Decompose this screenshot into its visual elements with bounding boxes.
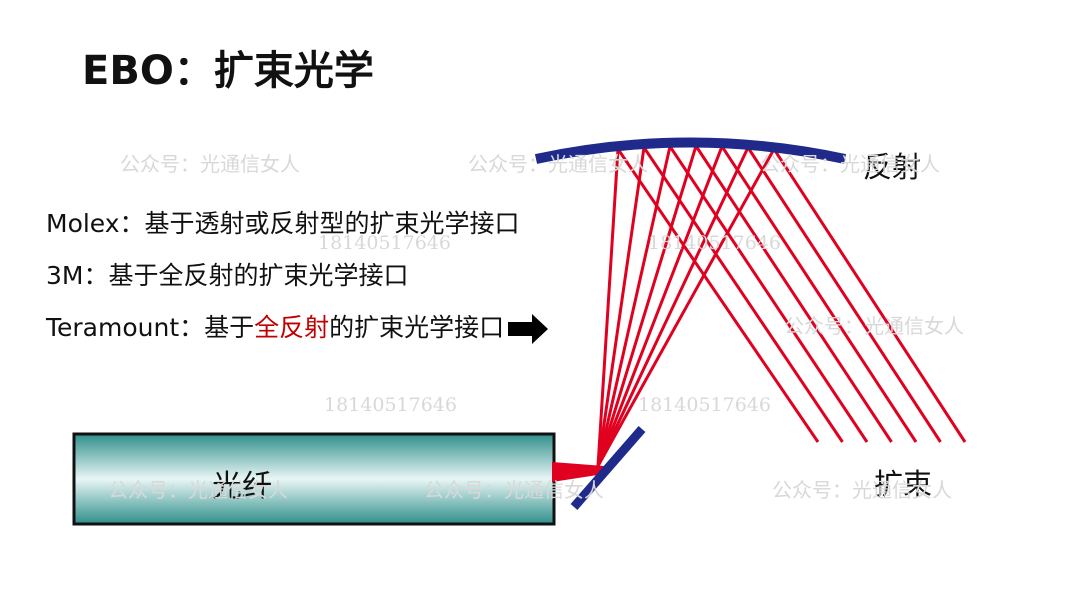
bullet-teramount-text-after: 的扩束光学接口 <box>329 313 505 342</box>
right-arrow-icon <box>508 314 549 344</box>
reflected-ray <box>668 145 869 443</box>
curved-mirror <box>534 137 847 164</box>
bullet-3m: 3M：基于全反射的扩束光学接口 <box>46 250 548 302</box>
bullet-teramount-highlight: 全反射 <box>254 313 330 342</box>
reflected-ray <box>746 146 942 443</box>
bullet-3m-text: 3M：基于全反射的扩束光学接口 <box>46 261 409 290</box>
incident-ray <box>596 146 750 467</box>
reflected-ray <box>642 146 844 443</box>
page-title: EBO：扩束光学 <box>82 48 374 94</box>
reflected-ray <box>694 145 893 443</box>
incident-ray <box>596 147 646 467</box>
fiber-output-beam <box>552 462 604 482</box>
expand-label: 扩束 <box>874 467 932 501</box>
incident-ray <box>596 146 672 467</box>
bullet-teramount-text-before: Teramount：基于 <box>46 313 255 342</box>
incident-ray <box>596 149 620 467</box>
incident-ray <box>596 145 724 467</box>
ray-group <box>596 145 967 467</box>
incident-ray <box>596 145 698 467</box>
incident-ray <box>596 148 776 467</box>
reflected-ray <box>720 145 918 443</box>
bullet-molex: Molex：基于透射或反射型的扩束光学接口 <box>46 198 548 250</box>
fiber <box>72 432 556 526</box>
small-mirror <box>570 426 646 510</box>
fiber-label: 光纤 <box>212 469 272 504</box>
reflected-ray <box>616 148 820 443</box>
bullet-list: Molex：基于透射或反射型的扩束光学接口 3M：基于全反射的扩束光学接口 Te… <box>46 198 549 354</box>
bullet-teramount: Teramount：基于全反射的扩束光学接口 <box>46 302 549 354</box>
bullet-molex-text: Molex：基于透射或反射型的扩束光学接口 <box>46 209 520 238</box>
reflected-ray <box>772 148 967 443</box>
reflect-label: 反射 <box>863 150 921 184</box>
